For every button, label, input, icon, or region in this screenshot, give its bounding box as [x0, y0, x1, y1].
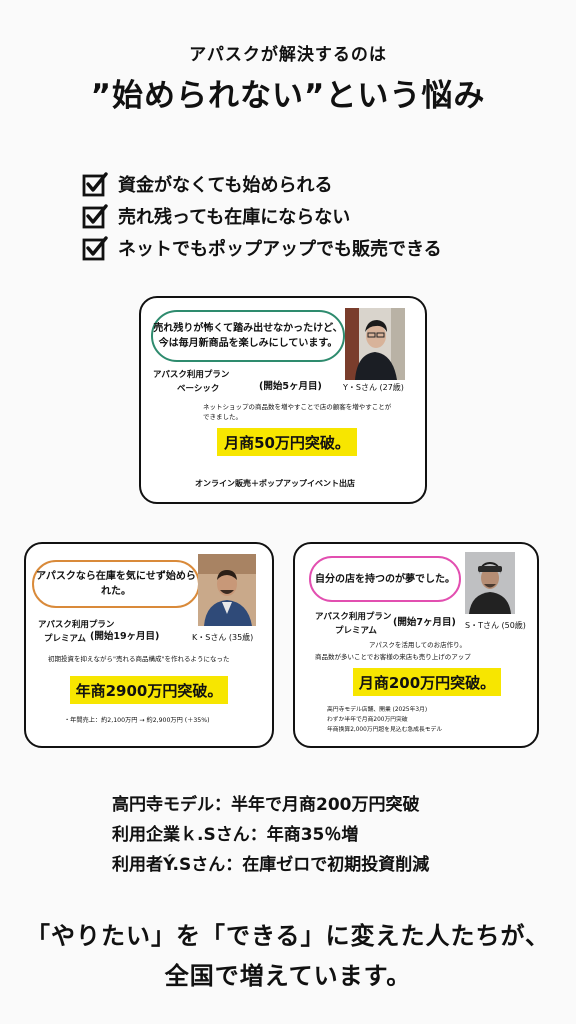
summary-line: 高円寺モデル：半年で月商200万円突破 [112, 795, 420, 815]
quote-line: 今は毎月新商品を楽しみにしています。 [158, 338, 338, 349]
testimonial-card-premium-left: アパスクなら在庫を気にせず始められた。 アパスク利用プラン プレミアム (開始1… [24, 542, 274, 748]
person-photo-icon [198, 554, 256, 626]
plan-tier: プレミアム [44, 634, 86, 644]
usage-period: (開始5ヶ月目) [259, 381, 322, 392]
intro-text: アパスクが解決するのは [189, 45, 387, 65]
check-item-label: 資金がなくても始められる [118, 175, 333, 196]
testimonial-card-premium-right: 自分の店を持つのが夢でした。 アパスク利用プラン プレミアム (開始7ヶ月目) … [293, 542, 539, 748]
checklist: 資金がなくても始められる 売れ残っても在庫にならない ネットでもポップアップでも… [82, 168, 442, 264]
plan-tier: ベーシック [177, 384, 220, 394]
store-note: 年商换算2,000万円超を見込む急成長モデル [327, 727, 443, 733]
check-item: 資金がなくても始められる [82, 168, 442, 200]
customer-name: K・Sさん (35歳) [192, 633, 254, 642]
check-item: ネットでもポップアップでも販売できる [82, 232, 442, 264]
result-highlight: 月商50万円突破。 [217, 428, 357, 456]
result-highlight: 年商2900万円突破。 [70, 676, 228, 704]
closing-line: 「やりたい」を「できる」に変えた人たちが、 [25, 922, 551, 950]
usage-period: (開始7ヶ月目) [393, 617, 456, 628]
headline: ”始められない”という悩み [90, 78, 486, 114]
quote-line: アパスクなら在庫を気にせず始められた。 [36, 571, 196, 597]
plan-name: アパスク利用プラン [38, 620, 115, 630]
sales-channels: オンライン販売＋ポップアップイベント出店 [195, 479, 355, 488]
result-description: ネットショップの商品数を増やすことで店の顧客を増やすことが [203, 403, 392, 411]
plan-name: アパスク利用プラン [153, 370, 230, 380]
result-description: アパスクを活用してのお店作り。 [369, 641, 467, 649]
quote-line: 自分の店を持つのが夢でした。 [315, 573, 455, 585]
quote-bubble: 自分の店を持つのが夢でした。 [309, 556, 461, 602]
person-photo-icon [465, 552, 515, 614]
person-photo-icon [345, 308, 405, 380]
quote-line: 売れ残りが怖くて踏み出せなかったけど、 [153, 323, 343, 334]
check-item: 売れ残っても在庫にならない [82, 200, 442, 232]
result-highlight: 月商200万円突破。 [353, 668, 501, 696]
summary-line: 利用者Ý.Sさん：在庫ゼロで初期投資削減 [112, 855, 430, 875]
plan-tier: プレミアム [335, 626, 377, 636]
customer-name: Y・Sさん (27歳) [343, 383, 404, 392]
checkbox-checked-icon [82, 236, 108, 261]
result-description: 初期投資を抑えながら"売れる商品構成"を作れるようになった [48, 655, 230, 663]
customer-name: S・Tさん (50歳) [465, 621, 526, 630]
result-description: 商品数が多いことでお客様の来店も売り上げのアップ [315, 653, 471, 661]
summary-line: 利用企業ｋ.Sさん：年商35％増 [112, 825, 359, 845]
customer-photo [345, 308, 405, 380]
closing-line: 全国で増えています。 [164, 962, 412, 990]
results-summary: 高円寺モデル：半年で月商200万円突破 利用企業ｋ.Sさん：年商35％増 利用者… [112, 790, 429, 880]
plan-name: アパスク利用プラン [315, 612, 392, 622]
store-note: 高円寺モデル店舗、開業 (2025年3月) [327, 707, 428, 713]
checkbox-checked-icon [82, 172, 108, 197]
testimonial-card-basic: 売れ残りが怖くて踏み出せなかったけど、 今は毎月新商品を楽しみにしています。 ア… [139, 296, 427, 504]
quote-bubble: アパスクなら在庫を気にせず始められた。 [32, 560, 200, 608]
customer-photo [198, 554, 256, 626]
check-item-label: ネットでもポップアップでも販売できる [118, 239, 442, 260]
customer-photo [465, 552, 515, 614]
quote-bubble: 売れ残りが怖くて踏み出せなかったけど、 今は毎月新商品を楽しみにしています。 [151, 310, 345, 362]
usage-period: (開始19ヶ月目) [90, 631, 160, 642]
checkbox-checked-icon [82, 204, 108, 229]
result-description: できました。 [203, 413, 242, 421]
annual-sales-note: ・年間売上：約2,100万円 → 約2,900万円 (＋35%) [64, 717, 210, 724]
store-note: わずか半年で月商200万円突破 [327, 717, 408, 723]
check-item-label: 売れ残っても在庫にならない [118, 207, 351, 228]
